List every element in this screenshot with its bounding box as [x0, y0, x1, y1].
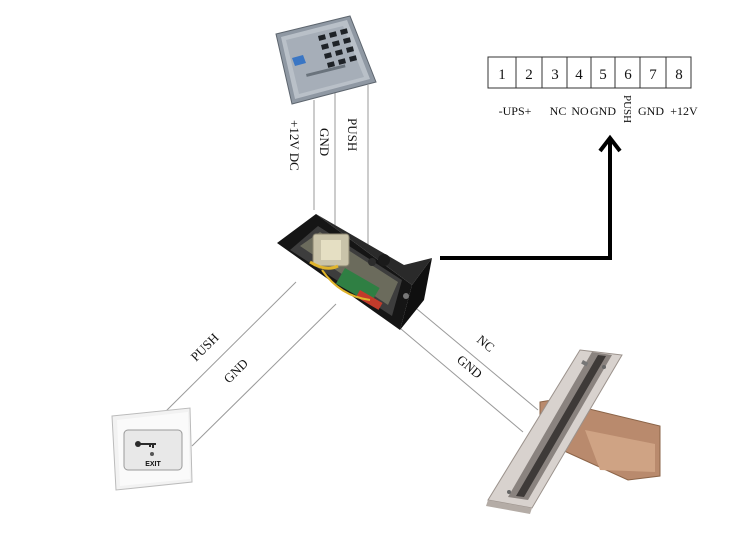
terminal-pin-6: 6	[624, 67, 632, 83]
signal-push: PUSH	[621, 95, 633, 123]
label-keypad-push: PUSH	[345, 118, 360, 151]
label-exit-push: PUSH	[188, 330, 222, 364]
lock-wire-labels: NC GND	[454, 332, 497, 382]
terminal-pin-7: 7	[649, 67, 657, 83]
keypad	[275, 15, 377, 105]
lock-wires	[387, 298, 539, 433]
terminal-block: 1 2 3 4 5 6 7 8 -UPS+ NC NO GND PUSH GND…	[487, 56, 698, 123]
key-icon	[135, 441, 156, 448]
exit-wires	[161, 281, 337, 447]
terminal-pin-1: 1	[498, 67, 506, 83]
label-lock-gnd: GND	[454, 352, 485, 382]
terminal-pin-5: 5	[599, 67, 607, 83]
signal-ups: -UPS+	[499, 104, 532, 118]
signal-gnd: GND	[590, 104, 616, 118]
terminal-pin-4: 4	[575, 67, 583, 83]
keypad-wire-labels: +12V DC GND PUSH	[287, 118, 360, 171]
exit-button[interactable]: EXIT	[111, 407, 193, 491]
label-keypad-gnd: GND	[317, 128, 332, 156]
wire-exit-push	[161, 281, 297, 416]
label-exit-gnd: GND	[221, 356, 252, 387]
exit-label: EXIT	[145, 461, 161, 468]
keypad-buttons	[318, 28, 358, 68]
signal-nc: NC	[550, 104, 567, 118]
signal-gnd-2: GND	[638, 104, 664, 118]
wire-lock-gnd	[387, 317, 524, 433]
terminal-pin-8: 8	[675, 67, 683, 83]
connector-arrow	[440, 134, 622, 260]
signal-12v: +12V	[670, 104, 698, 118]
magnetic-lock	[486, 349, 661, 514]
terminal-pin-2: 2	[525, 67, 533, 83]
hand-icon	[150, 452, 154, 456]
label-12v-dc: +12V DC	[287, 120, 302, 171]
wire-exit-gnd	[191, 303, 337, 447]
signal-no: NO	[571, 104, 589, 118]
led-icon	[292, 55, 306, 66]
controller-box	[277, 214, 432, 330]
wire-lock-nc	[404, 298, 539, 411]
keypad-wires	[313, 85, 369, 246]
label-lock-nc: NC	[474, 332, 497, 355]
terminal-pin-3: 3	[551, 67, 559, 83]
